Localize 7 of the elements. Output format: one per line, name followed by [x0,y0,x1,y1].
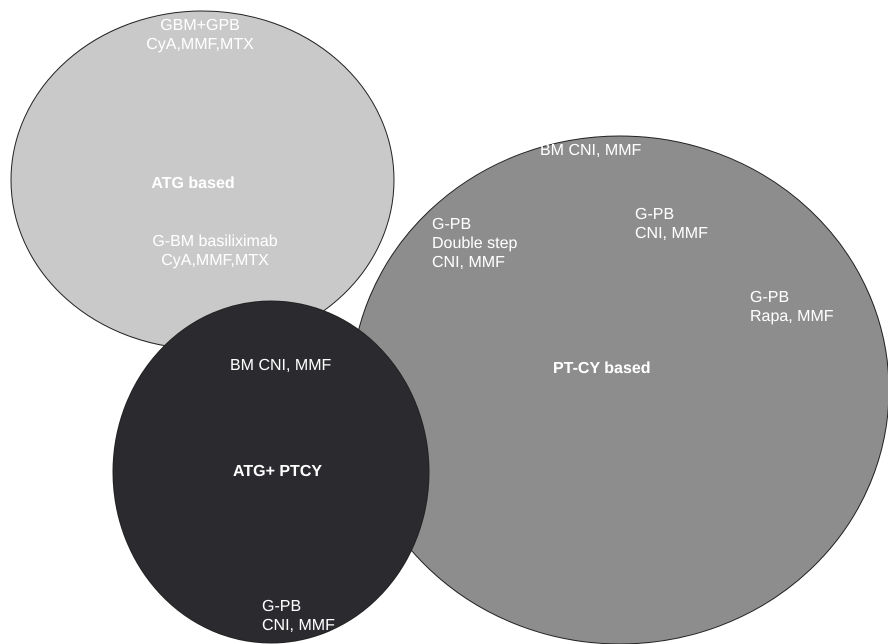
regimen-text: G-PB Double step CNI, MMF [432,215,518,272]
set-title: ATG+ PTCY [233,462,324,481]
regimen-text: G-PB Rapa, MMF [750,288,835,326]
regimen-text: G-PB CNI, MMF [635,205,709,243]
regimen-text: BM CNI, MMF [230,356,332,375]
set-title: PT-CY based [553,359,652,378]
regimen-text: G-PB CNI, MMF [262,597,336,635]
